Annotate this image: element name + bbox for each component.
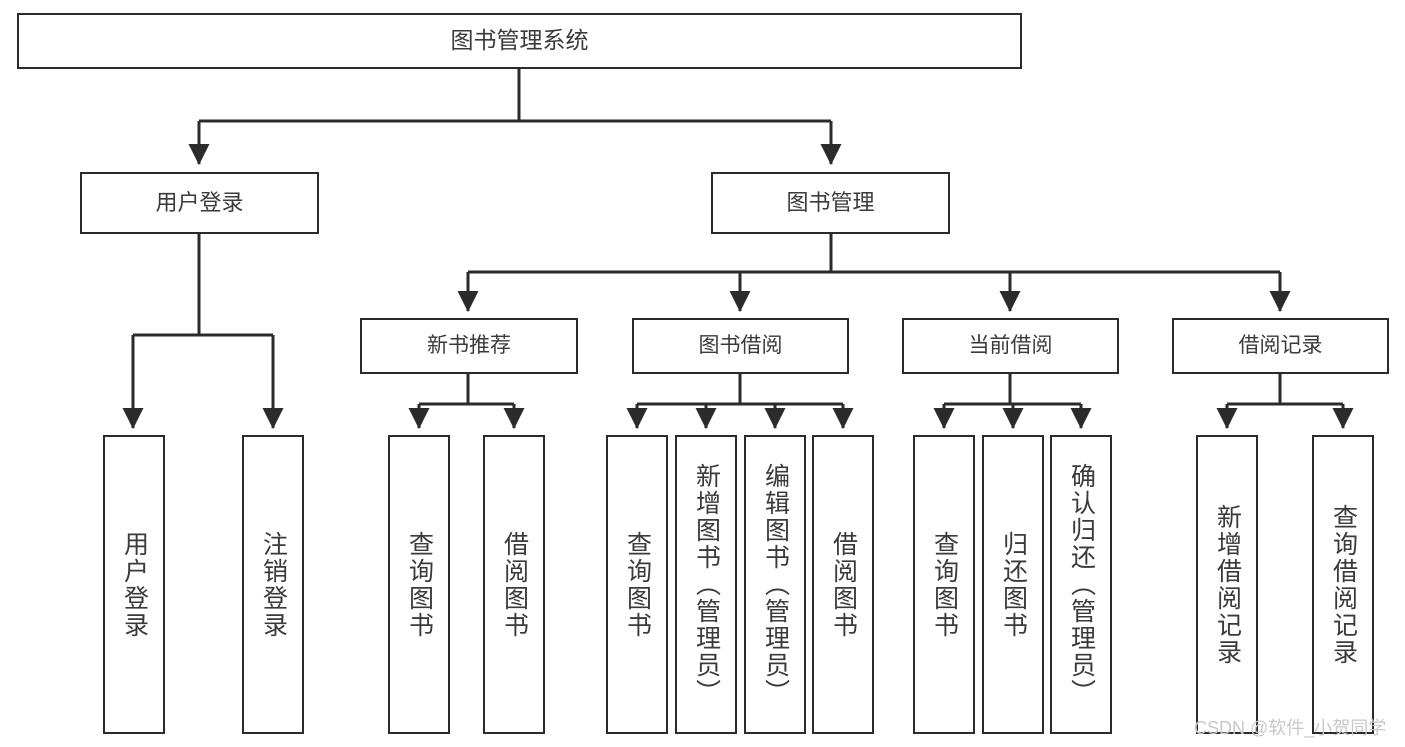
leaf-edit-book[interactable]: 编辑图书（管理员） <box>744 435 806 734</box>
leaf-borrow-book-recommend[interactable]: 借阅图书 <box>483 435 545 734</box>
leaf-add-book[interactable]: 新增图书（管理员） <box>675 435 737 734</box>
edge-group-borrow-record <box>1216 374 1354 430</box>
leaf-logout-label: 注销登录 <box>259 530 288 639</box>
node-root-system[interactable]: 图书管理系统 <box>17 13 1022 69</box>
leaf-add-borrow-record[interactable]: 新增借阅记录 <box>1196 435 1258 734</box>
edge-group-book-borrow <box>626 374 854 430</box>
node-borrow-record-label: 借阅记录 <box>1238 333 1323 357</box>
leaf-query-book-current-label: 查询图书 <box>930 530 959 639</box>
leaf-query-book-recommend[interactable]: 查询图书 <box>388 435 450 734</box>
leaf-logout[interactable]: 注销登录 <box>242 435 304 734</box>
node-borrow-record[interactable]: 借阅记录 <box>1172 318 1389 374</box>
edge-group-user-login <box>122 234 284 430</box>
edge-group-book-management <box>457 234 1291 313</box>
leaf-query-book-borrow[interactable]: 查询图书 <box>606 435 668 734</box>
leaf-user-login-label: 用户登录 <box>120 530 149 639</box>
node-user-login-label: 用户登录 <box>155 190 244 216</box>
leaf-confirm-return[interactable]: 确认归还（管理员） <box>1050 435 1112 734</box>
node-root-label: 图书管理系统 <box>450 27 589 54</box>
leaf-add-borrow-record-label: 新增借阅记录 <box>1213 503 1242 666</box>
leaf-return-book-label: 归还图书 <box>999 530 1028 639</box>
node-new-book-recommend[interactable]: 新书推荐 <box>360 318 578 374</box>
leaf-query-book-recommend-label: 查询图书 <box>405 530 434 639</box>
node-book-borrow-label: 图书借阅 <box>698 333 783 357</box>
leaf-query-borrow-record-label: 查询借阅记录 <box>1329 503 1358 666</box>
leaf-borrow-book-recommend-label: 借阅图书 <box>500 530 529 639</box>
leaf-query-book-borrow-label: 查询图书 <box>623 530 652 639</box>
leaf-borrow-book-label: 借阅图书 <box>829 530 858 639</box>
leaf-add-book-label: 新增图书（管理员） <box>692 463 721 706</box>
leaf-query-book-current[interactable]: 查询图书 <box>913 435 975 734</box>
node-current-borrow-label: 当前借阅 <box>968 333 1053 357</box>
node-book-management[interactable]: 图书管理 <box>711 172 950 234</box>
leaf-edit-book-label: 编辑图书（管理员） <box>761 463 790 706</box>
edge-group-root <box>188 69 842 166</box>
node-book-borrow[interactable]: 图书借阅 <box>632 318 849 374</box>
node-book-management-label: 图书管理 <box>786 190 875 216</box>
leaf-return-book[interactable]: 归还图书 <box>982 435 1044 734</box>
edge-group-current-borrow <box>933 374 1092 430</box>
edge-group-new-book-recommend <box>408 374 525 430</box>
node-new-book-recommend-label: 新书推荐 <box>427 333 511 357</box>
leaf-borrow-book[interactable]: 借阅图书 <box>812 435 874 734</box>
node-current-borrow[interactable]: 当前借阅 <box>902 318 1119 374</box>
leaf-confirm-return-label: 确认归还（管理员） <box>1067 463 1096 706</box>
node-user-login[interactable]: 用户登录 <box>80 172 319 234</box>
leaf-query-borrow-record[interactable]: 查询借阅记录 <box>1312 435 1374 734</box>
leaf-user-login[interactable]: 用户登录 <box>103 435 165 734</box>
